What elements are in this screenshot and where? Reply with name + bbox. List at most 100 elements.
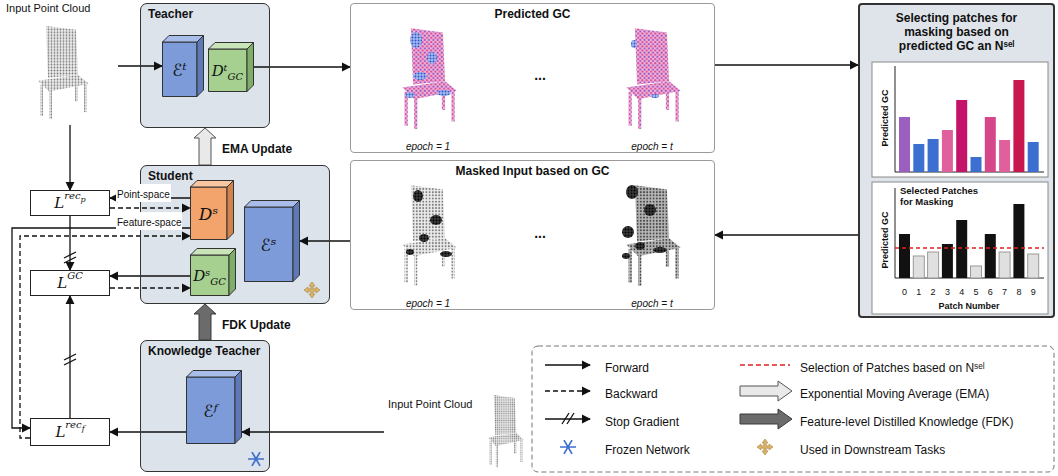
annotation-label-holder: Predicted GC	[874, 89, 892, 146]
legend-label: Frozen Network	[605, 443, 690, 457]
encoder-block: ℰᶠ	[186, 370, 242, 444]
legend-label: Used in Downstream Tasks	[800, 443, 945, 457]
annotation-label: Predicted GC	[880, 89, 890, 146]
bar-chart	[872, 62, 1048, 177]
annotation-label-holder: epoch = t	[631, 136, 672, 154]
symbol-text: GC	[228, 71, 244, 83]
decoder-block: DᵗGC	[208, 42, 254, 92]
annotation-label-holder: 6	[988, 281, 993, 299]
annotation-label-holder: 7	[1002, 281, 1007, 299]
legend-label-holder: Used in Downstream Tasks	[800, 440, 945, 458]
annotation-label: epoch = t	[631, 141, 672, 152]
annotation-label: Patch Number	[938, 301, 999, 311]
symbol-text: GC	[210, 276, 226, 288]
annotation-label-holder: Patch Number	[938, 295, 999, 313]
symbol-text: Dˢ	[199, 204, 218, 224]
edge-label: Point-space	[117, 189, 170, 200]
annotation-label: epoch = 1	[406, 298, 450, 309]
flow-arrow	[110, 288, 190, 289]
legend-label-holder: Forward	[605, 358, 649, 376]
result-panel: Predicted GC	[350, 3, 715, 153]
update-arrow	[194, 304, 216, 340]
legend-label: Backward	[605, 387, 658, 401]
edge-label-holder: EMA Update	[222, 139, 292, 157]
update-arrow	[194, 128, 216, 165]
flow-arrow	[715, 65, 858, 66]
symbol-text: Dˢ	[193, 267, 210, 285]
annotation-label: ...	[534, 225, 546, 241]
annotation-label: 2	[931, 287, 936, 297]
masked-cloud	[402, 185, 680, 286]
frozen-icon	[248, 452, 264, 466]
annotation-label-holder: Predicted GC	[874, 211, 892, 268]
input-cloud: Input Point Cloud	[2, 2, 118, 125]
loss-box: Lrecp	[30, 190, 110, 216]
legend-label: Stop Gradient	[605, 415, 679, 429]
heading-text: Student	[148, 169, 322, 183]
legend-label-holder: Exponential Moving Average (EMA)	[800, 384, 989, 402]
annotation-label-holder: 4	[959, 281, 964, 299]
flow-arrow	[70, 125, 71, 190]
predicted-cloud	[402, 28, 680, 129]
symbol-text: L	[54, 194, 64, 212]
symbol-text: rec	[64, 190, 80, 202]
annotation-label-holder: 2	[931, 281, 936, 299]
annotation-label-holder: epoch = 1	[406, 293, 450, 311]
annotation-label: 7	[1002, 287, 1007, 297]
annotation-label: epoch = 1	[406, 141, 450, 152]
annotation-label: 4	[959, 287, 964, 297]
annotation-label-holder: 0	[902, 281, 907, 299]
annotation-label-holder: ...	[534, 66, 546, 84]
flow-arrow	[110, 208, 190, 209]
result-panel: Masked Input based on GC	[350, 160, 715, 310]
annotation-label-holder: 8	[1016, 281, 1021, 299]
heading-text: Knowledge Teacher	[148, 344, 262, 358]
selection-panel: Selecting patches for masking based on p…	[858, 3, 1055, 318]
annotation-label: Predicted GC	[880, 211, 890, 268]
edge-label: Feature-space	[117, 217, 181, 228]
symbol-text: p	[81, 195, 86, 205]
annotation-label: 8	[1016, 287, 1021, 297]
loss-box: LGC	[30, 270, 110, 296]
decoder-block: DˢGC	[190, 248, 236, 296]
edge-label-holder: Point-space	[116, 184, 171, 202]
panel-fill	[140, 340, 270, 472]
network-panel: Knowledge Teacherℰᶠ	[140, 340, 270, 472]
network-panel: TeacherℰᵗDᵗGC	[140, 3, 270, 128]
edge-label-holder: Feature-space	[116, 212, 182, 230]
symbol-text: L	[57, 274, 67, 292]
annotation-label-holder: epoch = 1	[406, 136, 450, 154]
legend-label: Feature-level Distilled Knowledge (FDK)	[800, 415, 1013, 429]
symbol-text: ℰˢ	[260, 235, 276, 255]
legend-label-holder: Selection of Patches based on Nˢᵉˡ	[800, 358, 985, 376]
annotation-label-holder: epoch = t	[631, 293, 672, 311]
encoder-block: ℰᵗ	[162, 35, 204, 97]
heading-text: Selecting patches for masking based on p…	[882, 11, 1031, 53]
legend-label: Forward	[605, 361, 649, 375]
flow-arrow	[254, 67, 350, 68]
symbol-text: ℰᶠ	[203, 401, 217, 421]
edge-label: EMA Update	[222, 142, 292, 156]
flow-arrow	[715, 235, 858, 236]
annotation-label: Selected Patches for Masking	[900, 185, 988, 207]
heading-text: Masked Input based on GC	[358, 164, 707, 178]
point-cloud	[488, 395, 524, 467]
annotation-label-holder: 9	[1031, 281, 1036, 299]
heading-text: Teacher	[148, 7, 262, 21]
symbol-text: rec	[65, 419, 81, 431]
legend-label-holder: Stop Gradient	[605, 412, 679, 430]
flow-arrow	[300, 241, 350, 242]
annotation-label-holder: Selected Patches for Masking	[900, 185, 988, 207]
point-cloud	[38, 26, 89, 119]
loss-box: Lrecf	[30, 418, 110, 446]
symbol-text: L	[55, 423, 65, 441]
symbol-text: GC	[67, 270, 83, 282]
annotation-label: 1	[916, 287, 921, 297]
annotation-label: epoch = t	[631, 298, 672, 309]
annotation-label-holder: 3	[945, 281, 950, 299]
panel-fill	[350, 3, 715, 153]
flow-arrow	[64, 296, 76, 418]
flow-arrow	[12, 228, 190, 428]
